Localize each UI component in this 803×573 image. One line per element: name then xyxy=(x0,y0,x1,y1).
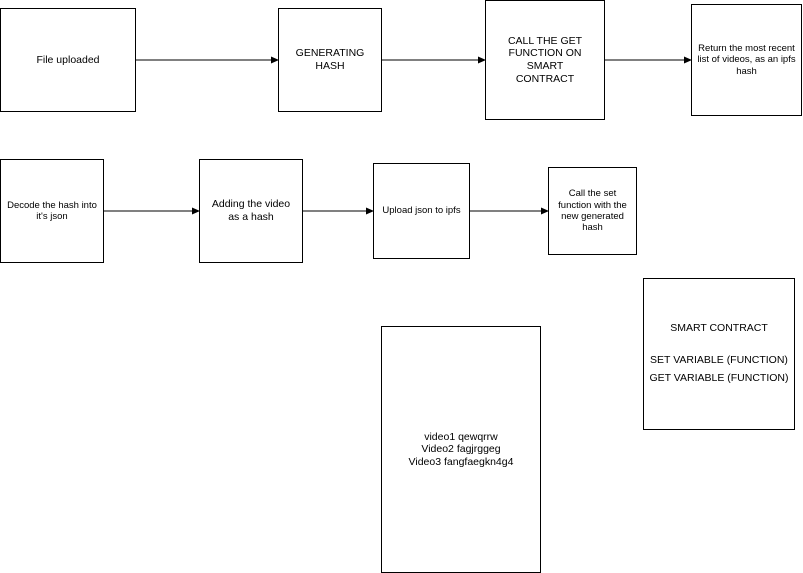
node-adding-video[interactable]: Adding the video as a hash xyxy=(199,159,303,263)
smart-contract-title: SMART CONTRACT xyxy=(670,321,768,334)
smart-contract-set-function: SET VARIABLE (FUNCTION) xyxy=(650,353,788,366)
node-label: Adding the video as a hash xyxy=(211,198,291,223)
node-call-set[interactable]: Call the set function with the new gener… xyxy=(548,167,637,255)
smart-contract-get-function: GET VARIABLE (FUNCTION) xyxy=(649,371,789,384)
node-label: File uploaded xyxy=(36,53,100,66)
node-call-get[interactable]: CALL THE GET FUNCTION ON SMART CONTRACT xyxy=(485,0,605,120)
video-list-box[interactable]: video1 qewqrrw Video2 fagjrggeg Video3 f… xyxy=(381,326,541,573)
node-label: Call the set function with the new gener… xyxy=(558,188,627,234)
node-label: Decode the hash into it's json xyxy=(7,199,97,222)
video-list-item: Video3 fangfaegkn4g4 xyxy=(408,455,514,468)
node-label: Return the most recent list of videos, a… xyxy=(697,42,796,77)
node-upload-json[interactable]: Upload json to ipfs xyxy=(373,163,470,259)
node-label: Upload json to ipfs xyxy=(382,205,461,217)
node-label: GENERATING HASH xyxy=(295,47,365,72)
node-return-list[interactable]: Return the most recent list of videos, a… xyxy=(691,4,802,116)
node-file-uploaded[interactable]: File uploaded xyxy=(0,8,136,112)
video-list-item: Video2 fagjrggeg xyxy=(421,443,501,456)
smart-contract-box[interactable]: SMART CONTRACT SET VARIABLE (FUNCTION) G… xyxy=(643,278,795,430)
node-generating-hash[interactable]: GENERATING HASH xyxy=(278,8,382,112)
video-list-item: video1 qewqrrw xyxy=(424,431,498,444)
node-label: CALL THE GET FUNCTION ON SMART CONTRACT xyxy=(507,34,583,85)
node-decode-hash[interactable]: Decode the hash into it's json xyxy=(0,159,104,263)
